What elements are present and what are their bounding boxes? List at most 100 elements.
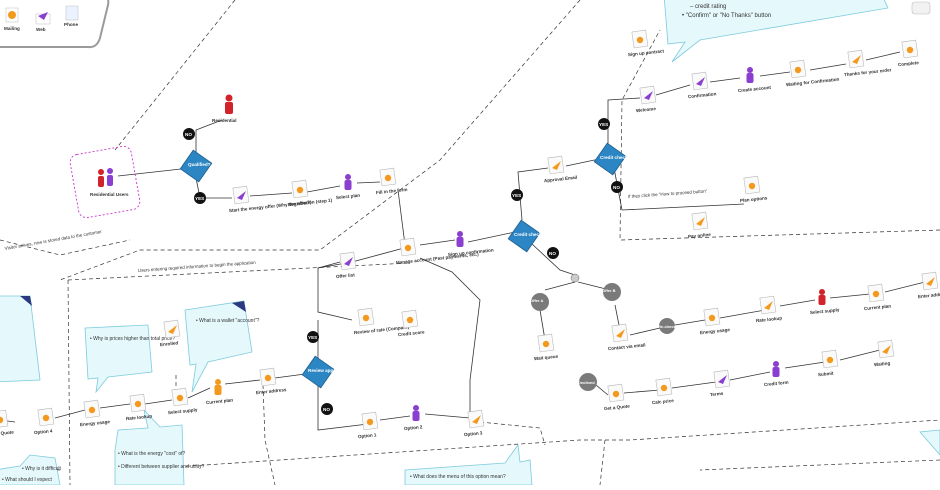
note-question-1: • Why is prices higher than total price?	[84, 324, 175, 394]
svg-text:NO: NO	[613, 185, 620, 190]
person-purple-icon: Select plan	[336, 174, 361, 201]
decision-credit: Credit check approved?	[507, 219, 567, 253]
node-label: Rate lookup	[126, 414, 153, 422]
node-label: Residential	[212, 118, 237, 123]
document-icon: Get a Quote	[604, 383, 631, 412]
mail-arrow-icon: Rate lookup	[756, 295, 783, 324]
svg-text:NO: NO	[185, 132, 192, 137]
mail-arrow-icon: Contact via email	[608, 323, 646, 351]
note-text: • What should I expect	[2, 477, 52, 483]
node-label: Contact via email	[608, 342, 646, 351]
mail-arrow-icon: Enter address	[918, 271, 940, 299]
document-icon: Plan options	[740, 175, 768, 203]
node-label: Energy usage	[700, 327, 731, 335]
node-label: Select supply	[168, 407, 198, 415]
mail-web-icon: Terms	[710, 369, 731, 397]
legend-item-web: Web	[35, 12, 51, 32]
boundary-line	[67, 279, 71, 486]
node-label: Welcome	[636, 106, 657, 113]
person-orange-icon: Current plan	[206, 379, 234, 405]
note-far-left-bottom: • Why is it difficult • What should I ex…	[0, 454, 62, 486]
mail-web-icon: Welcome	[636, 85, 657, 113]
note-bottom-left: • What is the energy "cost" of? • Differ…	[114, 408, 205, 486]
note-bottom-mid: • What does the menu of this option mean…	[404, 443, 533, 486]
process-nodes: Start the energy offer (Why the offer?)R…	[0, 29, 940, 439]
node-label: Enter address	[918, 291, 940, 299]
node-label: Select supply	[810, 307, 840, 315]
svg-text:Offer A: Offer A	[530, 298, 544, 303]
note-text: • What is the energy "cost" of?	[118, 451, 185, 457]
node-declined: Declined	[578, 373, 597, 391]
note-text: • Different between supplier and utility…	[118, 464, 205, 470]
node-label: Review of rate (Compare)	[354, 324, 410, 335]
document-icon: Enter address	[256, 367, 287, 395]
note-text: • Why is prices higher than total price?	[90, 336, 175, 342]
note-line: – credit rating	[690, 4, 726, 10]
mail-arrow-icon: Approval Email	[544, 155, 578, 183]
note-top-right: – credit rating • "Confirm" or "No Thank…	[664, 0, 889, 63]
note-text: • What is a wallet "account"?	[196, 318, 260, 324]
decision-result: Credit check result	[593, 142, 642, 176]
document-icon: Complete	[898, 39, 919, 67]
node-label: Get a Quote	[604, 404, 631, 412]
decision-label: Credit check result	[600, 155, 642, 160]
boundary-line	[599, 439, 606, 486]
branch-badge-yes: YES	[194, 192, 206, 204]
node-label: Approval Email	[544, 175, 578, 183]
mail-arrow-icon: Waiting	[874, 339, 895, 367]
person-purple-icon: Option 2	[404, 405, 423, 431]
branch-badge-yes: YES	[307, 331, 319, 343]
note-far-right	[919, 429, 940, 456]
mail-arrow-icon: Thanks for your order	[844, 49, 892, 77]
svg-text:NO: NO	[549, 251, 556, 256]
document-icon: Rate lookup	[126, 393, 153, 422]
node-label: Select plan	[336, 193, 361, 201]
svg-text:Declined: Declined	[578, 380, 595, 385]
node-label: Registration (step 1)	[288, 198, 333, 208]
document-icon: Waiting for Confirmation	[786, 59, 840, 88]
document-icon: Registration (step 1)	[288, 179, 333, 208]
node-label: Sign up contract	[628, 48, 665, 57]
node-label: Current plan	[206, 397, 234, 405]
node-label: Option 1	[358, 432, 377, 439]
document-icon: Energy usage	[700, 307, 731, 335]
document-icon: Option 4	[34, 407, 55, 435]
document-icon: Credit score	[398, 309, 426, 337]
document-icon: Fill in the form	[376, 167, 408, 195]
boundary-line	[129, 419, 940, 471]
node-recheck: Re-check	[658, 318, 677, 334]
node-label: Terms	[710, 391, 724, 397]
node-label: Waiting for Confirmation	[786, 77, 840, 88]
node-label: Rate lookup	[756, 316, 783, 324]
person-red-icon	[225, 94, 233, 114]
person-purple-icon: Credit form	[764, 361, 789, 387]
legend-item-phone: Phone	[64, 5, 78, 27]
document-icon: Submit	[818, 349, 839, 377]
node-label: Credit score	[398, 329, 426, 337]
branch-badge-no: NO	[611, 181, 623, 193]
boundary-line	[67, 262, 411, 281]
node-label: Current plan	[864, 303, 892, 311]
document-icon: Energy usage	[80, 399, 111, 427]
branch-badge-no: NO	[183, 128, 195, 140]
svg-text:Offer B: Offer B	[602, 288, 616, 293]
node-label: Option 4	[34, 428, 53, 435]
mail-web-icon: Offer list	[336, 251, 357, 279]
node-label: Option 3	[464, 430, 483, 437]
person-purple-icon: Create account	[738, 67, 772, 93]
merge-connector	[570, 273, 580, 283]
node-residential: Residential	[212, 94, 237, 123]
node-label: Pay online	[688, 232, 712, 239]
mail-arrow-icon: Option 3	[464, 409, 485, 437]
start-node: Residential Users	[69, 145, 141, 219]
node-label: Get a Quote	[0, 430, 15, 438]
note-question-2: • What is a wallet "account"?	[184, 300, 260, 393]
svg-text:Re-check: Re-check	[658, 324, 677, 329]
node-label: Residential Users	[90, 192, 129, 197]
svg-text:YES: YES	[512, 193, 521, 198]
mail-arrow-icon: Pay online	[688, 211, 712, 239]
decision-qualified: Qualified?	[179, 149, 213, 183]
mail-web-icon: Confirmation	[688, 71, 717, 99]
node-label: Enter address	[256, 387, 287, 395]
document-icon: Current plan	[864, 283, 892, 311]
